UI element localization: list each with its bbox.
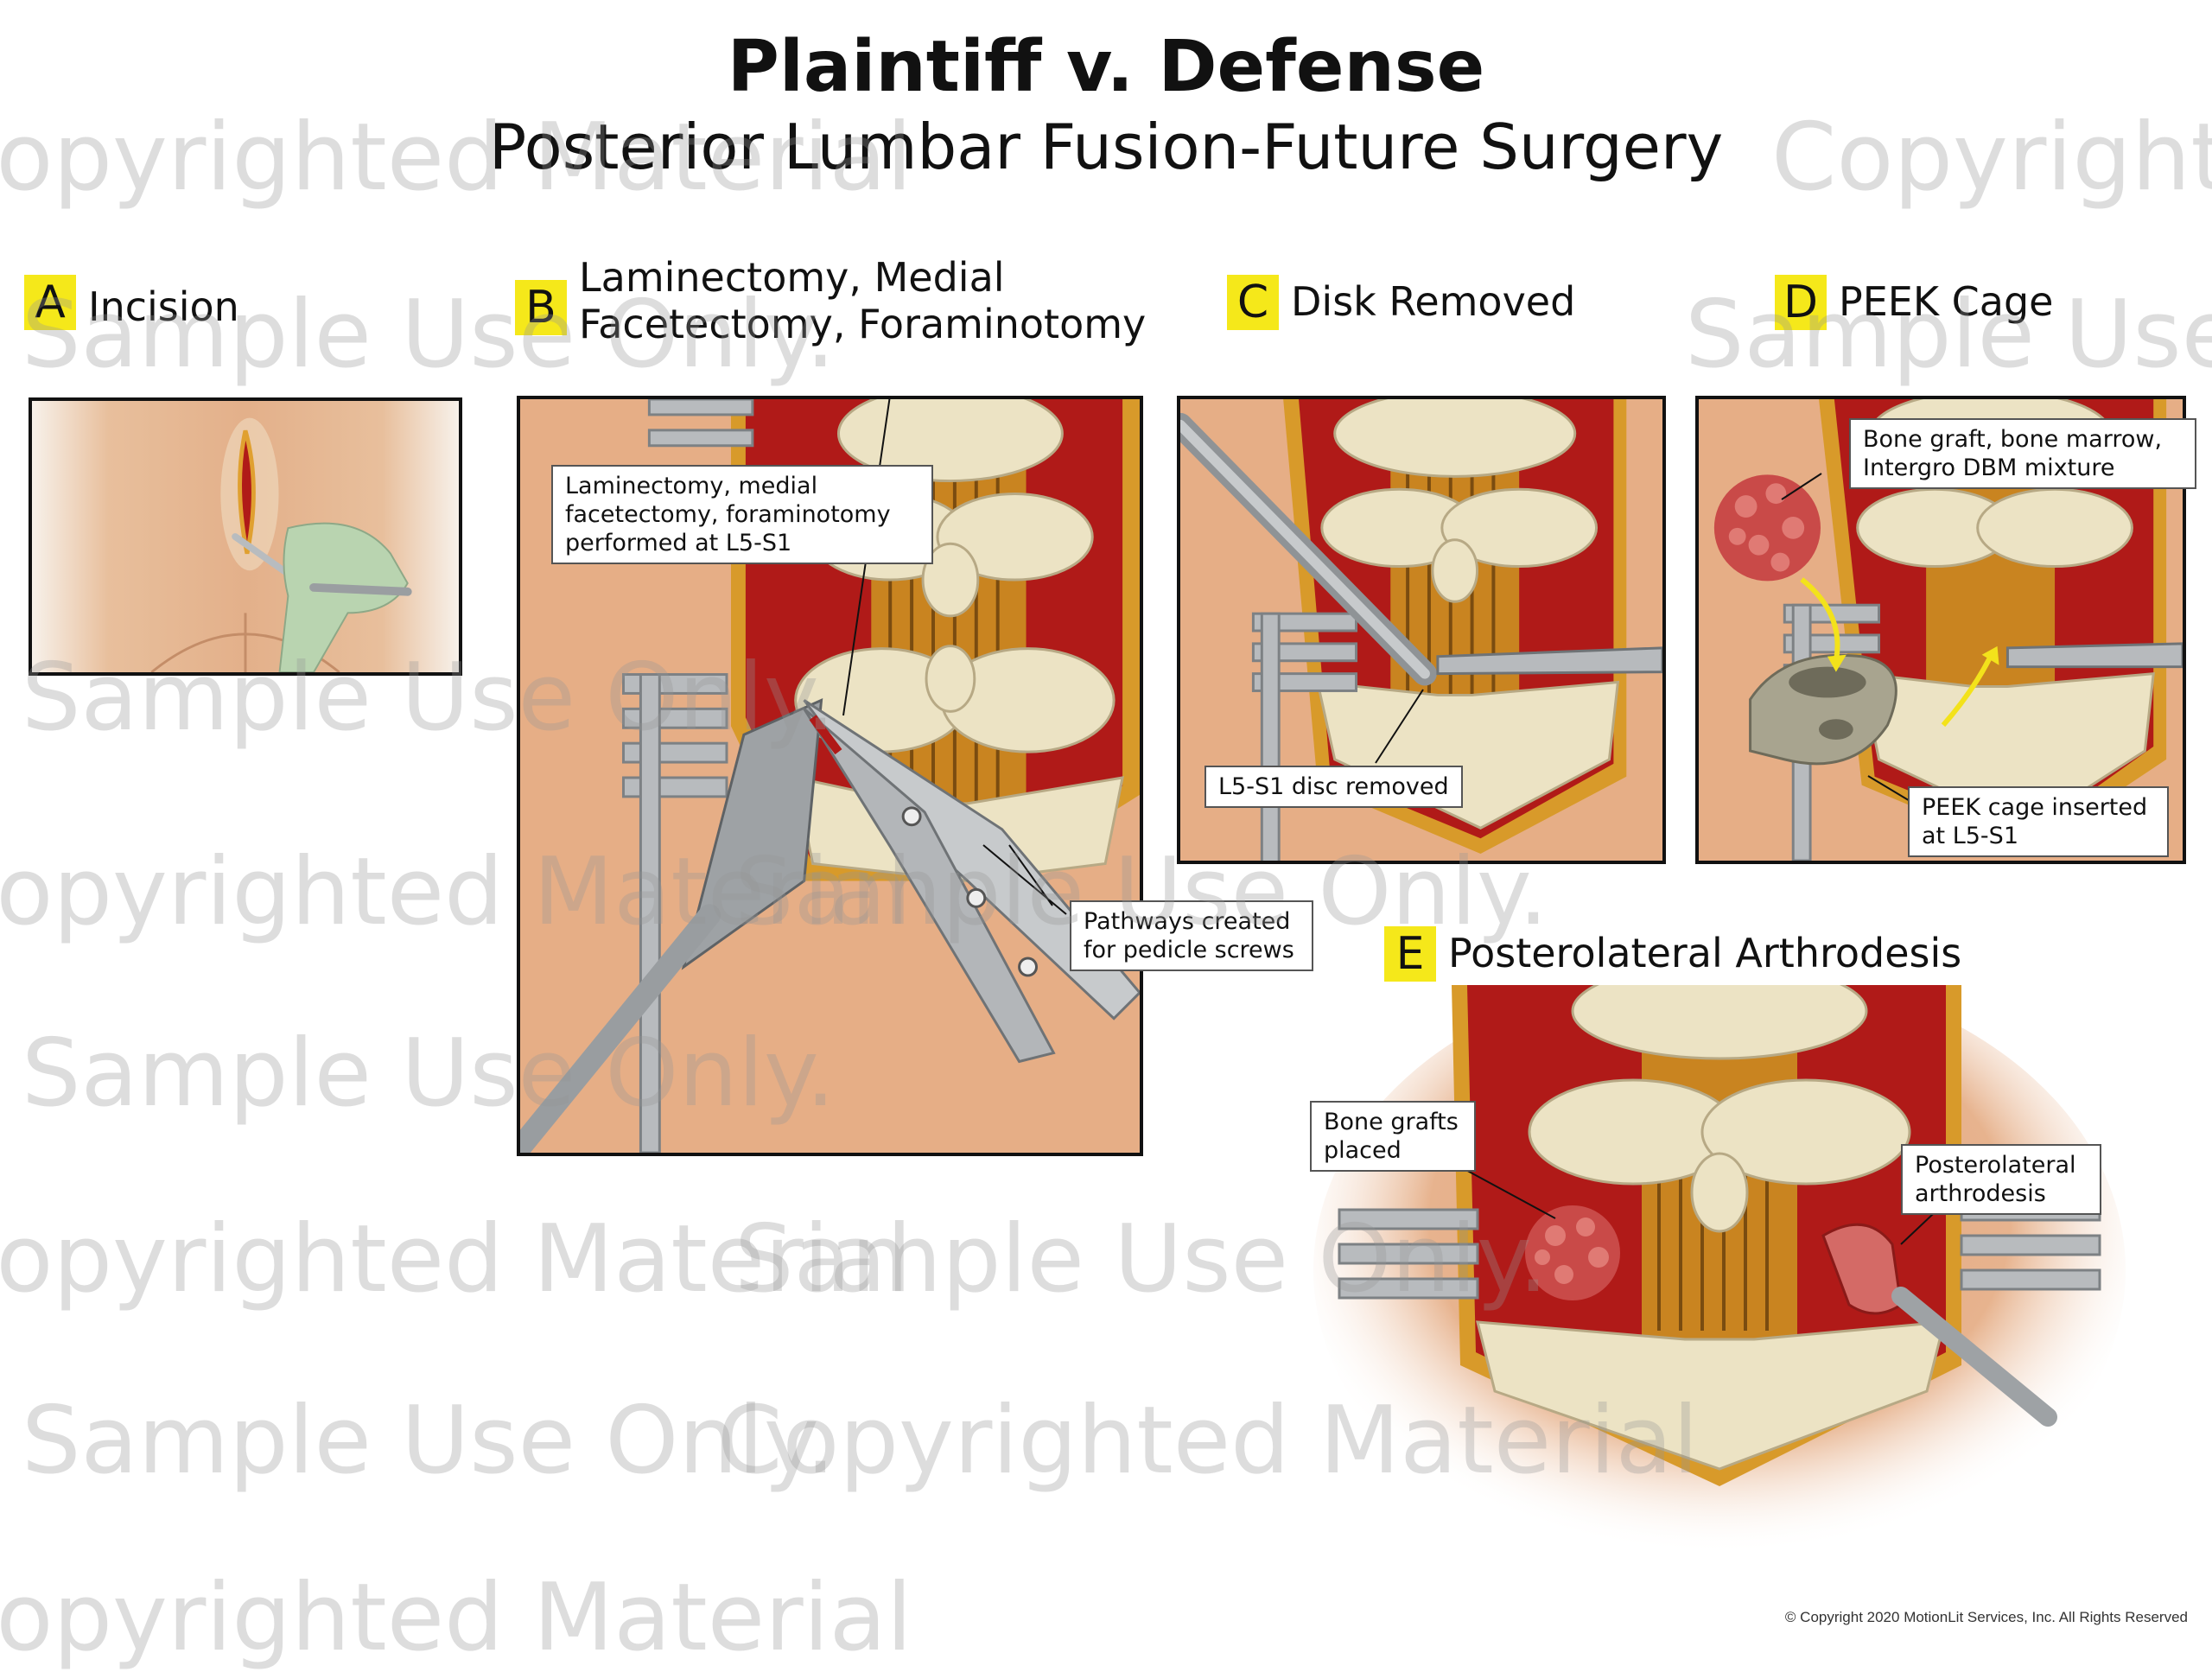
watermark-sample: Sample Use Only. (22, 1387, 836, 1495)
panel-a-letter: A (24, 275, 76, 330)
panel-c-leader-line (1375, 689, 1424, 764)
panel-d-label: PEEK Cage (1839, 278, 2054, 325)
callout-bone-graft: Bone graft, bone marrow, Intergro DBM mi… (1849, 418, 2196, 489)
panel-e-letter: E (1384, 926, 1436, 982)
callout-posterolateral-arthrodesis: Posterolateral arthrodesis (1901, 1144, 2101, 1215)
panel-b-label: Laminectomy, Medial Facetectomy, Foramin… (579, 254, 1147, 347)
panel-d-heading: D PEEK Cage (1775, 275, 2053, 330)
callout-laminectomy: Laminectomy, medial facetectomy, foramin… (551, 465, 933, 564)
panel-c-heading: C Disk Removed (1227, 275, 1575, 330)
watermark-copyrighted: Copyrighted Material (0, 1564, 912, 1672)
panel-a-illustration (29, 397, 462, 676)
panel-a-label: Incision (88, 283, 239, 330)
panel-e-leader-lines (1451, 1161, 1980, 1245)
panel-e-illustration (1305, 985, 2134, 1581)
panel-b-heading: B Laminectomy, Medial Facetectomy, Foram… (515, 254, 1149, 347)
callout-peek-cage: PEEK cage inserted at L5-S1 (1908, 786, 2169, 857)
page-subtitle: Posterior Lumbar Fusion-Future Surgery (488, 111, 1724, 183)
panel-c-label: Disk Removed (1291, 278, 1576, 325)
page-title: Plaintiff v. Defense (727, 26, 1485, 108)
arthrodesis-illustration (1313, 985, 2126, 1573)
panel-e-heading: E Posterolateral Arthrodesis (1384, 926, 1961, 982)
panel-a-heading: A Incision (24, 275, 239, 330)
callout-disc-removed: L5-S1 disc removed (1205, 766, 1463, 808)
panel-d-leader-lines (1781, 473, 1912, 803)
panel-e-label: Posterolateral Arthrodesis (1448, 930, 1962, 976)
panel-c-letter: C (1227, 275, 1279, 330)
watermark-copyrighted: Copyrighted Material (0, 1205, 912, 1313)
panel-d-letter: D (1775, 275, 1827, 330)
callout-bone-grafts-placed: Bone grafts placed (1310, 1101, 1476, 1172)
incision-illustration (32, 401, 459, 672)
callout-pathways: Pathways created for pedicle screws (1070, 900, 1313, 971)
copyright-notice: © Copyright 2020 MotionLit Services, Inc… (1784, 1609, 2188, 1625)
panel-b-letter: B (515, 280, 567, 335)
